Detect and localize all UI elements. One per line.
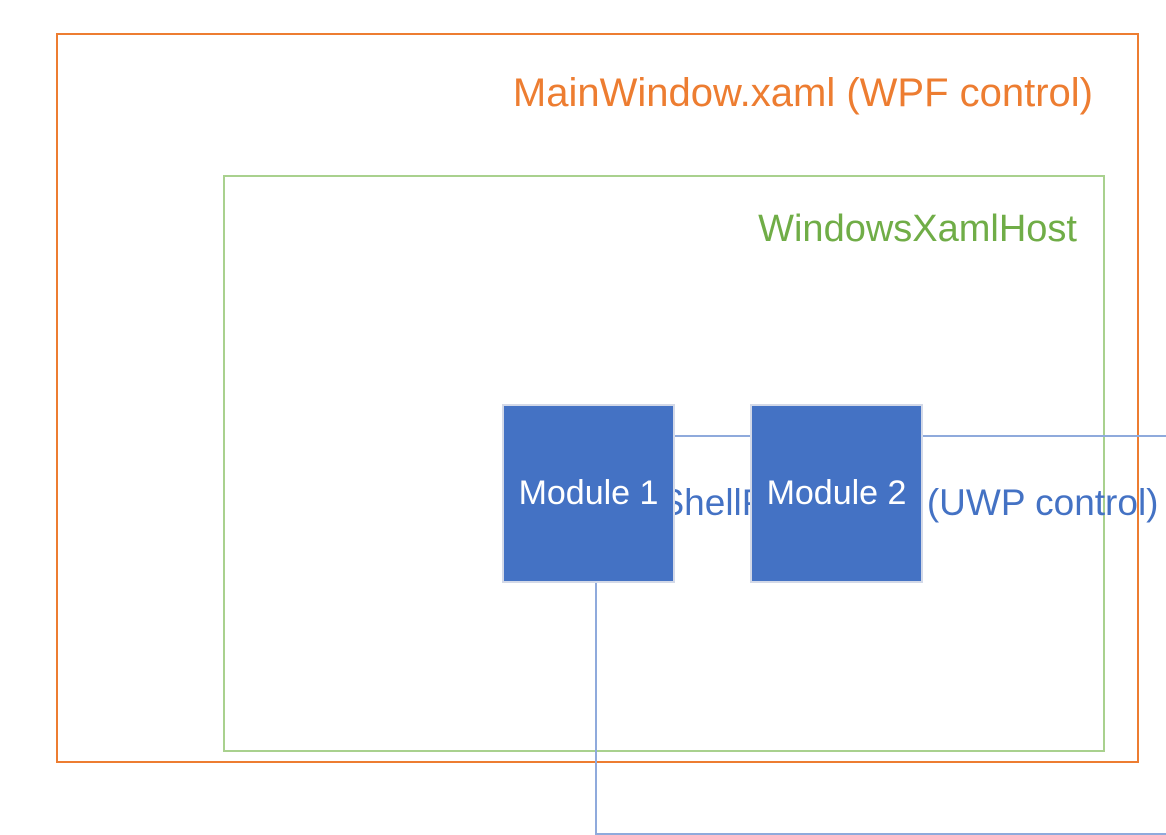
mainwindow-wpf-label: MainWindow.xaml (WPF control): [512, 71, 1093, 115]
diagram-canvas: MainWindow.xaml (WPF control) WindowsXam…: [56, 33, 1166, 835]
module-tile: Module 2: [750, 404, 923, 583]
module-tile: Module 1: [502, 404, 675, 583]
windowsxamlhost-label: WindowsXamlHost: [758, 208, 1077, 250]
mainwindow-wpf-container: MainWindow.xaml (WPF control) WindowsXam…: [56, 33, 1166, 835]
module-tile-label: Module 1: [518, 474, 659, 513]
module-tile-label: Module 2: [766, 474, 907, 513]
